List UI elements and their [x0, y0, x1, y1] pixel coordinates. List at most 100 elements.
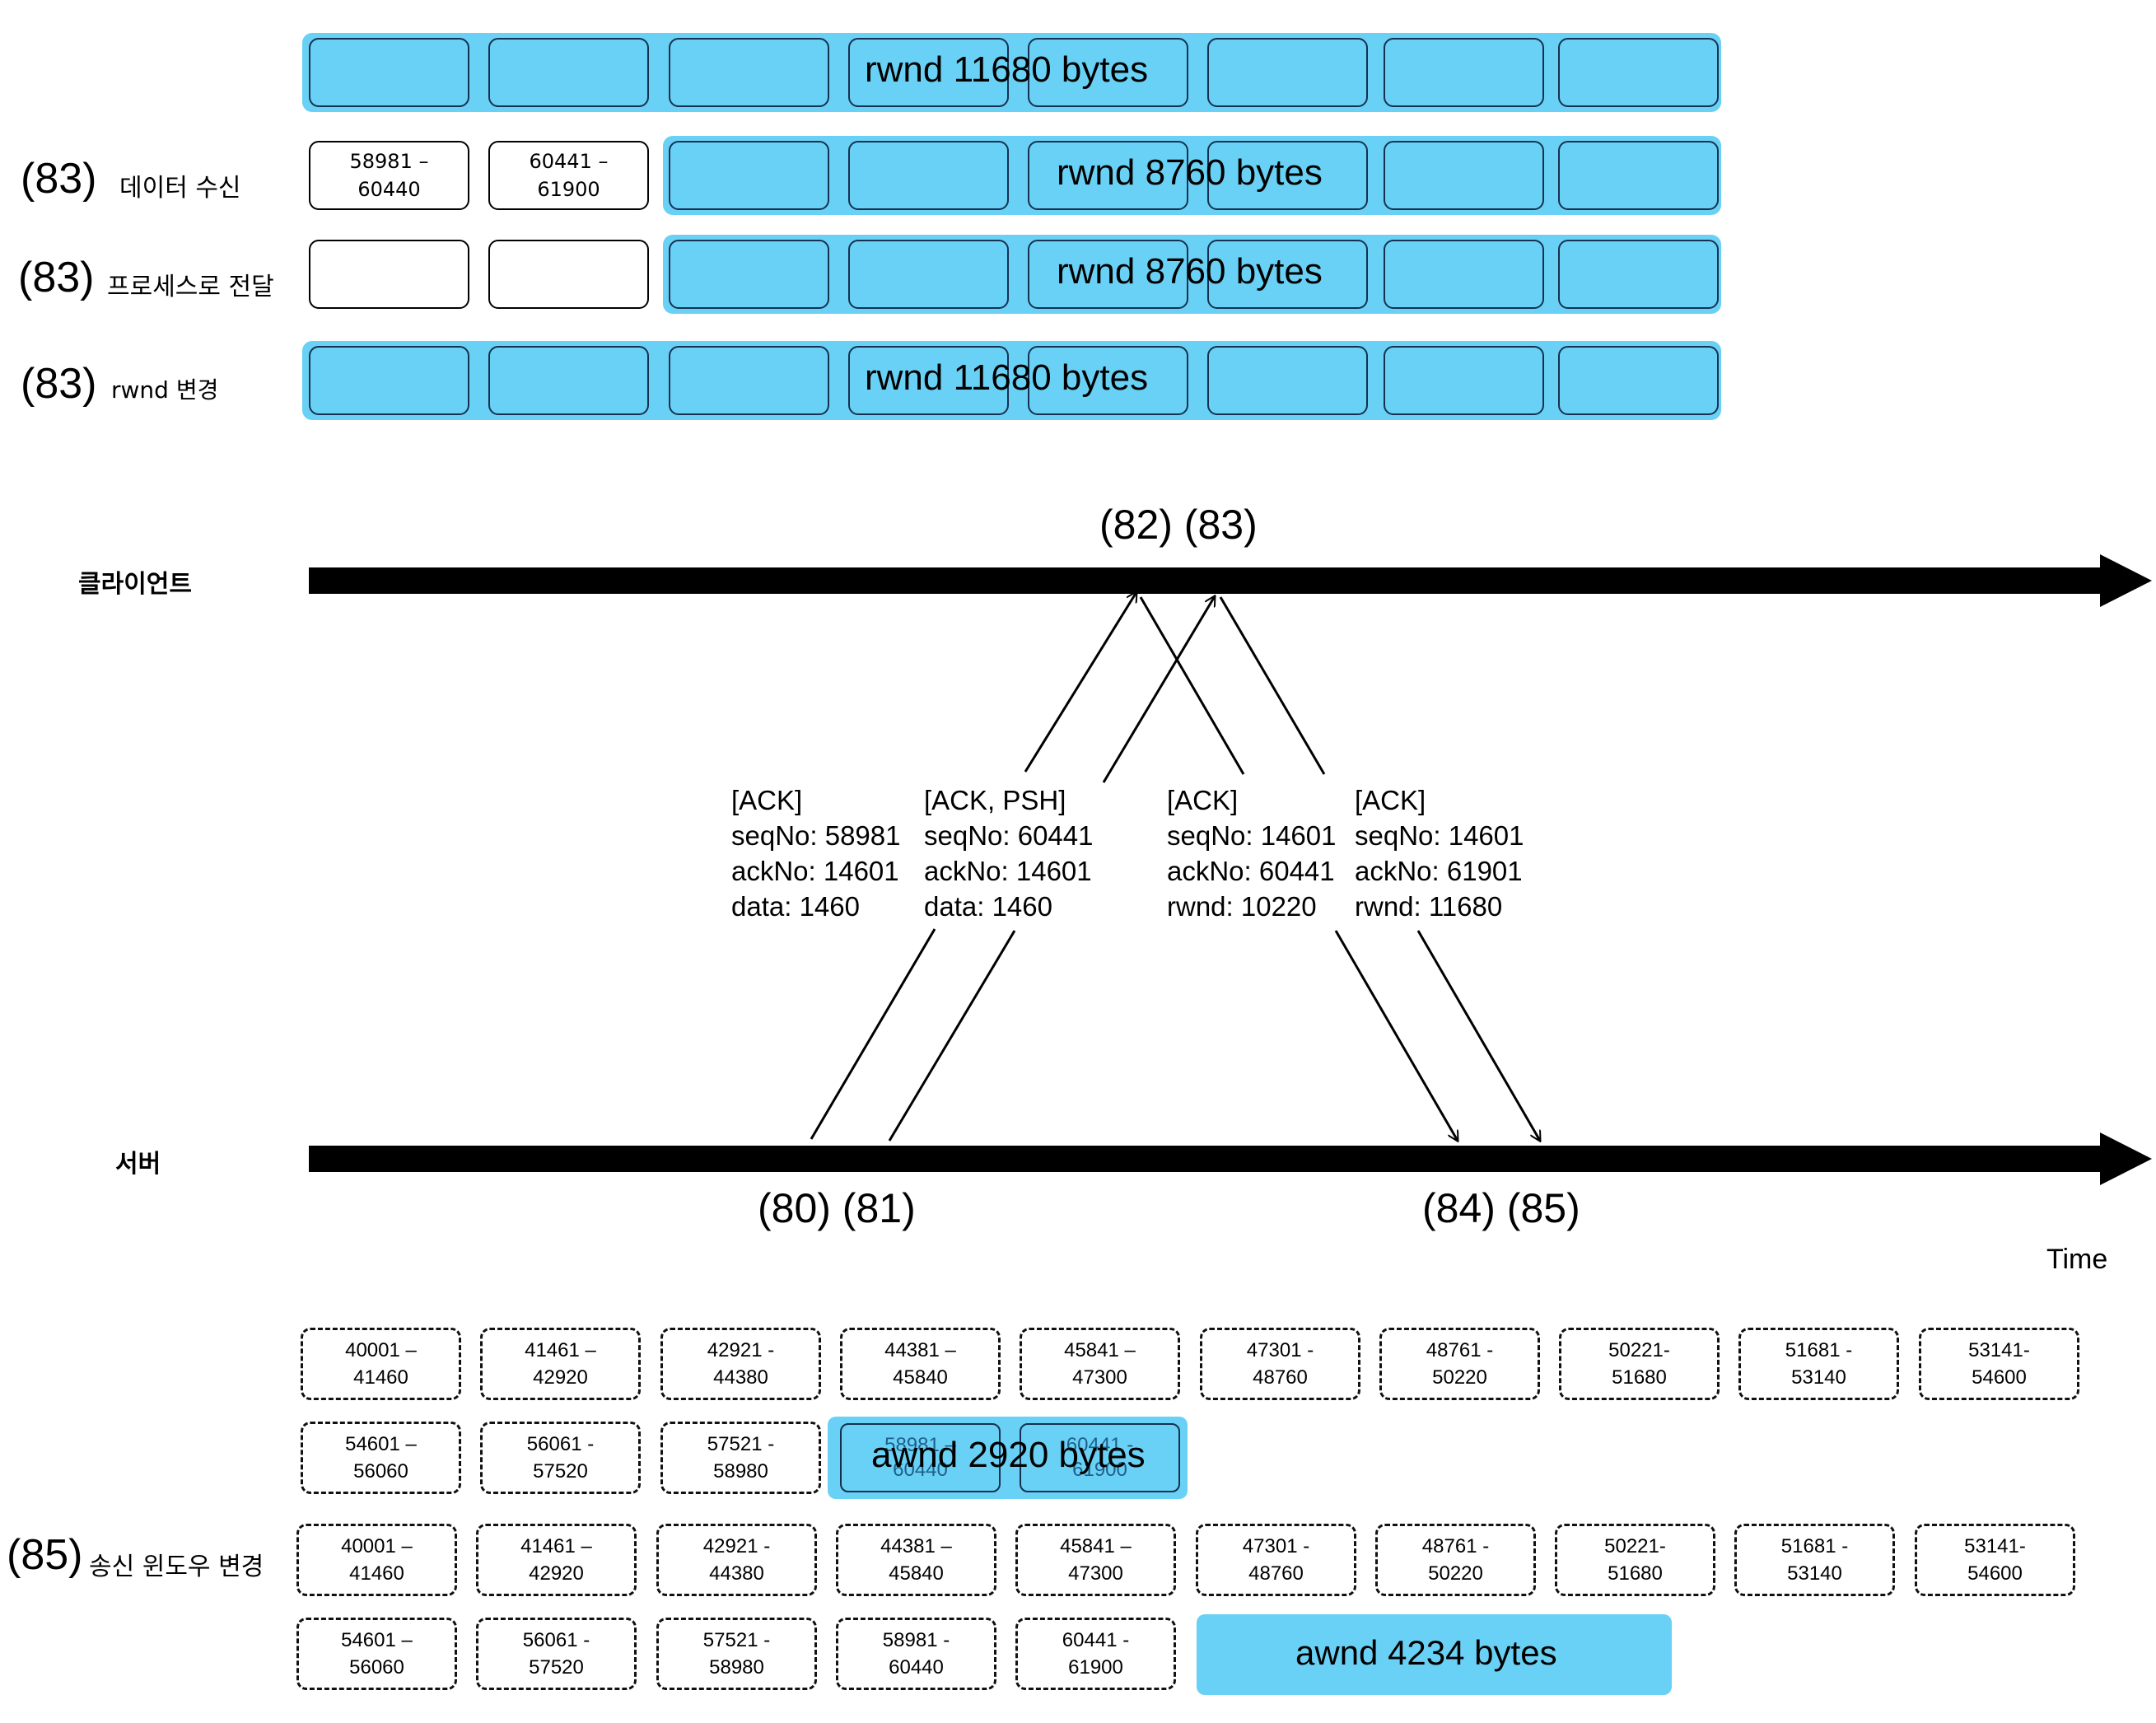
window-slot: [1384, 346, 1544, 415]
window-slot: [1384, 141, 1544, 210]
message-field: data: 1460: [731, 891, 860, 922]
sent-segment: 41461 –42920: [480, 1328, 641, 1400]
window-slot: [309, 346, 469, 415]
segment-range: 44381 –45840: [884, 1339, 956, 1389]
segment-range: 47301 -48760: [1242, 1535, 1310, 1585]
message-field: ackNo: 61901: [1355, 856, 1523, 886]
window-slot: [1028, 38, 1188, 107]
sender-row-number: (85): [7, 1531, 83, 1579]
segment-range: 60441 –61900: [529, 150, 609, 201]
window-slot: [1028, 240, 1188, 309]
segment-range: 58981 –60440: [884, 1434, 956, 1481]
window-slot: [309, 38, 469, 107]
window-slot: [1558, 38, 1719, 107]
message-field: ackNo: 14601: [924, 856, 1092, 886]
message-field: seqNo: 14601: [1167, 820, 1337, 851]
window-slot: [1028, 141, 1188, 210]
receive-window-label: rwnd 11680 bytes: [865, 357, 1149, 398]
message-field: rwnd: 11680: [1355, 891, 1503, 922]
sent-segment: 51681 -53140: [1734, 1524, 1895, 1596]
sent-segment: 53141-54600: [1915, 1524, 2075, 1596]
segment-range: 45841 –47300: [1060, 1535, 1132, 1585]
client-event-numbers: (82) (83): [1099, 502, 1258, 548]
segment-range: 45841 –47300: [1064, 1339, 1136, 1389]
sent-segment: 54601 –56060: [301, 1422, 461, 1494]
ack-85-arrow: [1219, 596, 1540, 1141]
segment-range: 57521 -58980: [707, 1433, 775, 1483]
time-label: Time: [2046, 1244, 2108, 1275]
window-slot: [848, 346, 1009, 415]
segment-range: 54601 –56060: [341, 1629, 413, 1679]
window-slot: [669, 38, 829, 107]
sent-segment: 48761 -50220: [1379, 1328, 1540, 1400]
sent-segment: 45841 –47300: [1020, 1328, 1180, 1400]
received-segment: [488, 240, 649, 309]
window-slot: [1558, 141, 1719, 210]
sent-segment: 40001 –41460: [301, 1328, 461, 1400]
received-segment: 60441 –61900: [488, 141, 649, 210]
segment-range: 40001 –41460: [341, 1535, 413, 1585]
segment-range: 56061 -57520: [526, 1433, 595, 1483]
sent-segment: 45841 –47300: [1015, 1524, 1176, 1596]
window-slot: [669, 346, 829, 415]
sent-segment: 47301 -48760: [1200, 1328, 1360, 1400]
sent-segment: 44381 –45840: [840, 1328, 1001, 1400]
receive-window-band-2: [663, 136, 1721, 215]
sent-segment: 51681 -53140: [1738, 1328, 1899, 1400]
sent-segment: 58981 -60440: [836, 1618, 996, 1690]
message-flags: [ACK]: [1355, 785, 1426, 815]
server-label: 서버: [115, 1150, 161, 1179]
segment-range: 53141-54600: [1968, 1339, 2030, 1389]
segment-range: 40001 –41460: [345, 1339, 417, 1389]
segment-81-arrow: [888, 596, 1215, 1142]
row-description: 데이터 수신: [119, 174, 241, 203]
sender-row-description: 송신 윈도우 변경: [89, 1553, 264, 1581]
row-description: 프로세스로 전달: [107, 273, 274, 301]
row-number: (83): [21, 155, 97, 203]
segment-range: 60441 -61900: [1066, 1434, 1134, 1481]
segment-range: 53141-54600: [1964, 1535, 2026, 1585]
ack-84-arrow: [1139, 596, 1458, 1141]
segment-range: 51681 -53140: [1780, 1535, 1849, 1585]
sent-segment: 50221-51680: [1555, 1524, 1715, 1596]
window-slot: [848, 141, 1009, 210]
client-label: 클라이언트: [78, 570, 192, 599]
receive-window-band-3: [663, 235, 1721, 314]
sent-segment: 57521 -58980: [656, 1618, 817, 1690]
segment-range: 48761 -50220: [1426, 1339, 1494, 1389]
sent-segment: 44381 –45840: [836, 1524, 996, 1596]
server-event-numbers-right: (84) (85): [1422, 1185, 1580, 1231]
window-slot: [848, 38, 1009, 107]
sent-segment: 42921 -44380: [660, 1328, 821, 1400]
segment-range: 58981 -60440: [882, 1629, 950, 1679]
segment-range: 54601 –56060: [345, 1433, 417, 1483]
sent-segment: 47301 -48760: [1196, 1524, 1356, 1596]
window-slot: [669, 141, 829, 210]
server-axis: [309, 1132, 2152, 1185]
segment-range: 41461 –42920: [520, 1535, 592, 1585]
sent-segment: 54601 –56060: [296, 1618, 457, 1690]
message-field: ackNo: 14601: [731, 856, 899, 886]
segment-range: 42921 -44380: [702, 1535, 771, 1585]
segment-range: 48761 -50220: [1421, 1535, 1490, 1585]
segment-range: 42921 -44380: [707, 1339, 775, 1389]
window-slot: [848, 240, 1009, 309]
segment-range: 51681 -53140: [1785, 1339, 1853, 1389]
in-flight-segment: 58981 –60440: [840, 1423, 1001, 1492]
message-field: data: 1460: [924, 891, 1052, 922]
receive-window-label: rwnd 8760 bytes: [1057, 251, 1323, 292]
sent-segment: 56061 -57520: [480, 1422, 641, 1494]
window-slot: [1384, 240, 1544, 309]
segment-range: 50221-51680: [1608, 1339, 1670, 1389]
window-slot: [1558, 346, 1719, 415]
sent-segment: 50221-51680: [1559, 1328, 1720, 1400]
message-field: ackNo: 60441: [1167, 856, 1335, 886]
sent-segment: 56061 -57520: [476, 1618, 637, 1690]
sent-segment: 60441 -61900: [1015, 1618, 1176, 1690]
client-axis: [309, 554, 2152, 607]
in-flight-segment: 60441 -61900: [1020, 1423, 1180, 1492]
segment-range: 41461 –42920: [525, 1339, 596, 1389]
segment-range: 58981 –60440: [349, 150, 429, 201]
message-field: rwnd: 10220: [1167, 891, 1317, 922]
